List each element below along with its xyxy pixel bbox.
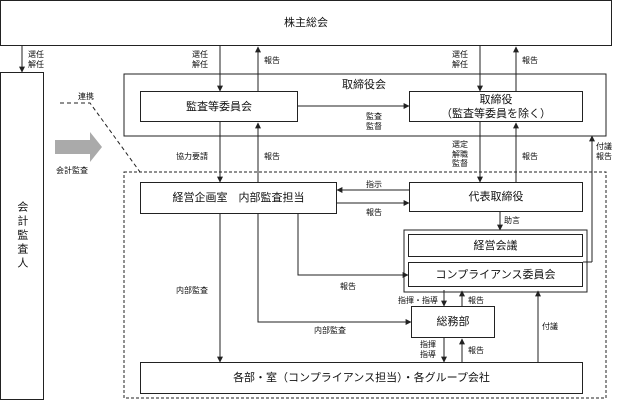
report-label: 報告 bbox=[264, 152, 280, 161]
liaison-label: 連携 bbox=[78, 92, 94, 101]
direct-guide-label: 指揮 指導 bbox=[420, 340, 436, 359]
audit-committee-box: 監査等委員会 bbox=[140, 91, 298, 122]
report-label: 報告 bbox=[366, 208, 382, 217]
report-label: 報告 bbox=[522, 56, 538, 65]
shareholders-meeting-box: 株主総会 bbox=[0, 0, 612, 46]
elect-dismiss-label: 選任 解任 bbox=[452, 50, 468, 69]
refer-report-label: 付議 報告 bbox=[596, 142, 612, 161]
elect-dismiss-label: 選任 解任 bbox=[28, 50, 44, 69]
report-label: 報告 bbox=[340, 282, 356, 291]
compliance-committee-box: コンプライアンス委員会 bbox=[408, 262, 583, 287]
management-meeting-box: 経営会議 bbox=[408, 234, 583, 257]
report-label: 報告 bbox=[522, 152, 538, 161]
report-label: 報告 bbox=[468, 346, 484, 355]
cooperation-request-label: 協力要請 bbox=[176, 152, 208, 161]
board-label: 取締役会 bbox=[342, 78, 386, 91]
internal-audit-label: 内部監査 bbox=[176, 286, 208, 295]
departments-box: 各部・室（コンプライアンス担当）・各グループ会社 bbox=[140, 362, 583, 394]
advice-label: 助言 bbox=[504, 216, 520, 225]
board-container bbox=[123, 73, 607, 137]
report-label: 報告 bbox=[264, 56, 280, 65]
elect-dismiss-label: 選任 解任 bbox=[192, 50, 208, 69]
accounting-audit-arrow bbox=[55, 132, 102, 162]
directors-box: 取締役 （監査等委員を除く） bbox=[409, 91, 583, 122]
auditor-label: 会計監査人 bbox=[15, 201, 29, 271]
liaison-line bbox=[60, 102, 141, 173]
planning-office-box: 経営企画室 内部監査担当 bbox=[140, 182, 337, 214]
audit-supervise-label: 監査 監督 bbox=[366, 112, 382, 131]
general-affairs-box: 総務部 bbox=[411, 306, 495, 338]
ceo-box: 代表取締役 bbox=[409, 182, 583, 212]
report-label: 報告 bbox=[468, 296, 484, 305]
internal-audit-label: 内部監査 bbox=[314, 326, 346, 335]
auditor-box: 会計監査人 bbox=[0, 72, 44, 400]
select-dismiss-supervise-label: 選定 解職 監督 bbox=[452, 140, 468, 169]
executive-area bbox=[123, 171, 607, 399]
refer-label: 付議 bbox=[542, 322, 558, 331]
instruction-label: 指示 bbox=[366, 180, 382, 189]
accounting-audit-label: 会計監査 bbox=[56, 166, 88, 175]
direct-guide-label: 指揮・指導 bbox=[398, 296, 438, 305]
